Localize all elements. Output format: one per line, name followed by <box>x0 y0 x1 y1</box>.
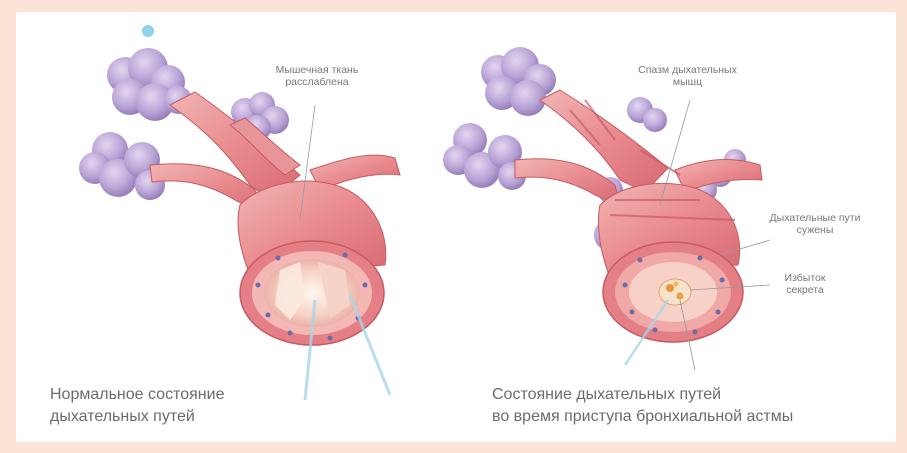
caption-normal-airway: Нормальное состояние дыхательных путей <box>50 384 224 428</box>
label-muscle-spasm: Спазм дыхательных мышц <box>625 64 750 88</box>
label-muscle-relaxed: Мышечная ткань расслаблена <box>262 64 372 88</box>
label-airways-narrowed: Дыхательные пути сужены <box>760 212 870 236</box>
label-excess-secretion: Избыток секрета <box>765 272 845 296</box>
caption-asthma-airway: Состояние дыхательных путей во время при… <box>492 384 793 428</box>
marker-dot <box>142 25 154 37</box>
normal-airway-illustration <box>79 48 400 400</box>
asthma-airway-illustration <box>443 47 770 370</box>
